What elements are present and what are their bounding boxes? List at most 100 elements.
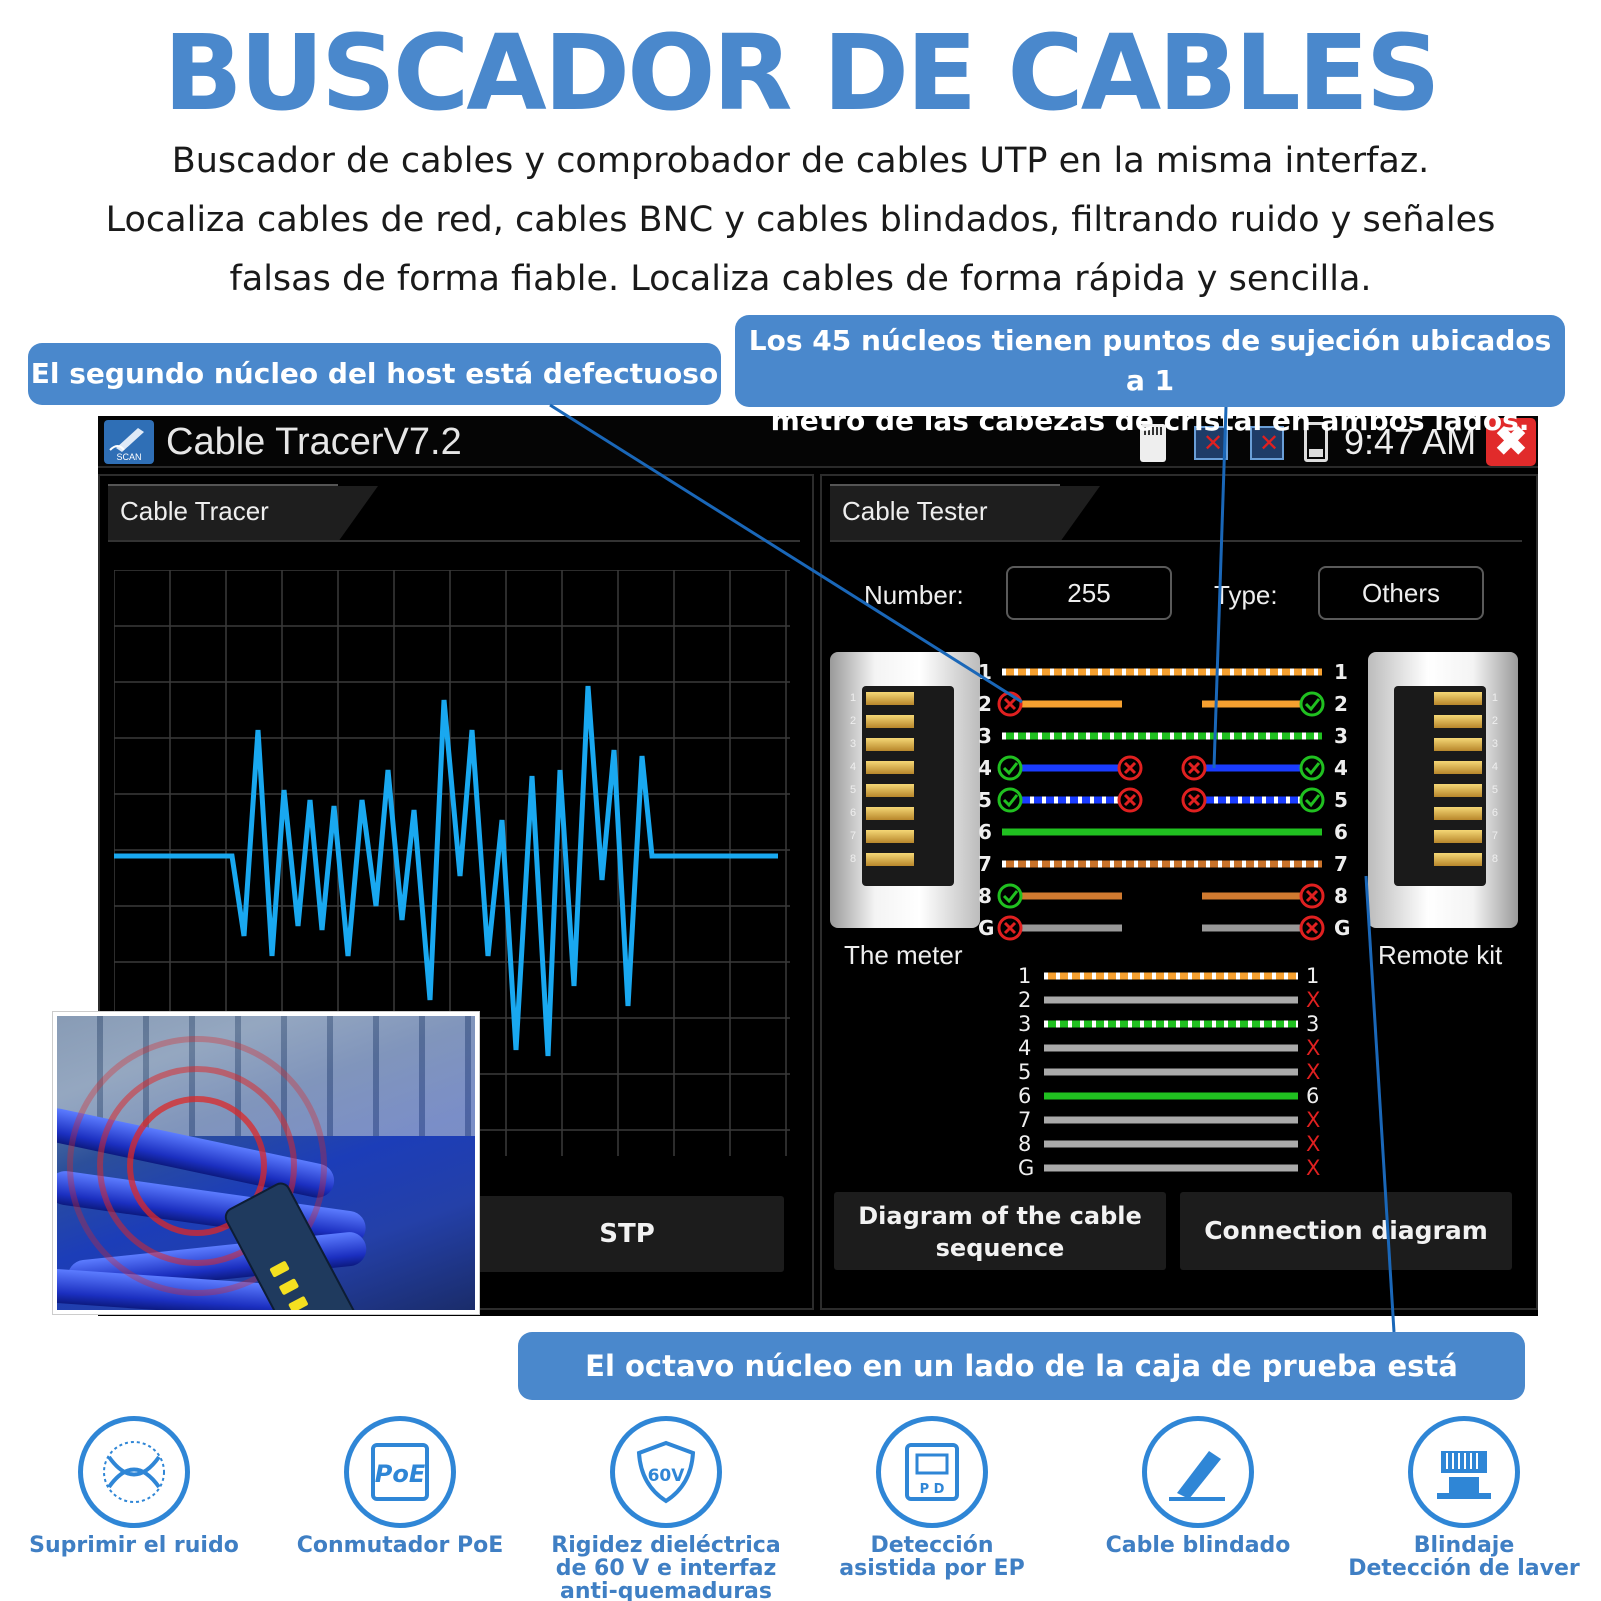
icon-text: PoE xyxy=(375,1460,426,1488)
connector-pin xyxy=(1434,738,1482,751)
network-error-icon xyxy=(1250,426,1284,460)
feature-label: Suprimir el ruido xyxy=(29,1533,239,1558)
svg-text:1: 1 xyxy=(1306,966,1319,988)
pin-label: 7 xyxy=(1334,852,1348,876)
pin-label: 4 xyxy=(1334,756,1348,780)
probe-icon xyxy=(109,428,144,452)
led-indicator xyxy=(288,1295,309,1310)
pin-label: 8 xyxy=(1334,884,1348,908)
page-title: BUSCADOR DE CABLES xyxy=(163,12,1440,134)
feature-label: Rigidez dieléctrica xyxy=(551,1533,781,1558)
svg-text:X: X xyxy=(1306,1156,1320,1180)
button-label: Diagram of the cable xyxy=(858,1202,1142,1230)
pin-label: 6 xyxy=(978,820,992,844)
connector-pin xyxy=(866,853,914,866)
connector-pin xyxy=(1434,715,1482,728)
svg-text:3: 3 xyxy=(1018,1012,1031,1036)
connector-pin xyxy=(866,692,914,705)
svg-text:8: 8 xyxy=(1018,1132,1031,1156)
fail-icon xyxy=(1299,915,1325,941)
callout-remote-core: El octavo núcleo en un lado de la caja d… xyxy=(518,1332,1525,1451)
connector-shield-icon xyxy=(1408,1416,1520,1528)
connector-pin xyxy=(1434,784,1482,797)
shield-60v-icon: 60V xyxy=(610,1416,722,1528)
page-subtitle: Buscador de cables y comprobador de cabl… xyxy=(40,132,1561,309)
feature-label: de 60 V e interfaz xyxy=(555,1556,777,1581)
connector-pin xyxy=(866,715,914,728)
connector-pin-number: 6 xyxy=(850,807,857,819)
battery-icon xyxy=(1304,422,1328,462)
pass-icon xyxy=(1299,787,1325,813)
pin-label: 5 xyxy=(978,788,992,812)
remote-label: Remote kit xyxy=(1378,940,1503,970)
type-field[interactable]: Others xyxy=(1318,566,1484,620)
svg-text:X: X xyxy=(1306,1108,1320,1132)
tab-divider xyxy=(108,540,800,542)
pin-label: 8 xyxy=(978,884,992,908)
connector-pin-number: 8 xyxy=(1491,853,1498,865)
tab-cable-tester[interactable]: Cable Tester xyxy=(830,484,1100,542)
pd-port-icon: P D xyxy=(876,1416,988,1528)
poe-icon: PoE xyxy=(344,1416,456,1528)
tab-label: Cable Tracer xyxy=(120,496,269,526)
connector-pin xyxy=(866,830,914,843)
connector-pin-number: 8 xyxy=(850,853,857,865)
connector-pin xyxy=(866,761,914,774)
subtitle-line: Localiza cables de red, cables BNC y cab… xyxy=(105,200,1496,240)
pin-label: 3 xyxy=(1334,724,1348,748)
feature-label: Detección xyxy=(870,1533,994,1558)
callout-line: metro de las cabezas de cristal en ambos… xyxy=(770,404,1530,437)
sd-card-icon xyxy=(1140,424,1166,462)
callout-line: Los 45 núcleos tienen puntos de sujeción… xyxy=(748,324,1552,397)
pin-label: 1 xyxy=(978,660,992,684)
pin-label: 2 xyxy=(978,692,992,716)
tab-cable-tracer[interactable]: Cable Tracer xyxy=(108,484,378,542)
status-markers xyxy=(997,691,1325,941)
app-icon-label: SCAN xyxy=(116,452,142,462)
subtitle-line: falsas de forma fiable. Localiza cables … xyxy=(229,259,1372,299)
cable-sequence-diagram: 1 2 3 4 5 6 7 8 G 1 X 3 X X 6 X X X xyxy=(1018,966,1320,1180)
app-title: Cable TracerV7.2 xyxy=(166,421,462,463)
feature-label: Conmutador PoE xyxy=(296,1533,504,1558)
sequence-left-labels: 1 2 3 4 5 6 7 8 G xyxy=(1018,966,1034,1180)
feature-label: Cable blindado xyxy=(1105,1533,1291,1558)
pin-label: G xyxy=(978,916,994,940)
stp-button[interactable]: STP xyxy=(470,1196,784,1272)
led-indicator xyxy=(269,1260,290,1278)
svg-text:X: X xyxy=(1306,988,1320,1012)
wire-pair xyxy=(1002,668,1322,932)
svg-text:4: 4 xyxy=(1018,1036,1031,1060)
connector-pin-number: 2 xyxy=(1491,715,1498,727)
feature-label: Detección de laver xyxy=(1348,1556,1580,1581)
svg-text:X: X xyxy=(1306,1132,1320,1156)
connector-pin-number: 3 xyxy=(1491,738,1498,750)
wire-map: 1 2 3 4 5 6 7 8 G 1 2 3 4 5 6 7 8 G xyxy=(978,660,1350,941)
number-field[interactable]: 255 xyxy=(1006,566,1172,620)
scan-app-icon[interactable]: SCAN xyxy=(104,420,154,464)
svg-text:6: 6 xyxy=(1018,1084,1031,1108)
svg-text:X: X xyxy=(1306,1036,1320,1060)
svg-text:6: 6 xyxy=(1306,1084,1319,1108)
connector-pin-number: 1 xyxy=(850,692,857,704)
tab-label: Cable Tester xyxy=(842,496,988,526)
callout-clamp-points: Los 45 núcleos tienen puntos de sujeción… xyxy=(735,315,1565,437)
cable-tracing-photo xyxy=(53,1012,479,1314)
pin-label: 7 xyxy=(978,852,992,876)
connector-pin-number: 2 xyxy=(850,715,857,727)
icon-text: 60V xyxy=(648,1466,686,1486)
connection-diagram-button[interactable]: Connection diagram xyxy=(1180,1192,1512,1270)
pin-label: 3 xyxy=(978,724,992,748)
close-button[interactable]: ✖ xyxy=(1486,418,1536,466)
connector-pin-number: 5 xyxy=(1491,784,1498,796)
connector-pin xyxy=(866,784,914,797)
fail-icon xyxy=(997,691,1023,717)
fail-icon xyxy=(997,915,1023,941)
connector-pin-number: 1 xyxy=(1491,692,1498,704)
cable-sequence-button[interactable]: Diagram of the cable sequence xyxy=(834,1192,1166,1270)
pin-label: 6 xyxy=(1334,820,1348,844)
callout-host-core: El segundo núcleo del host está defectuo… xyxy=(28,343,721,405)
pass-icon xyxy=(1299,755,1325,781)
connector-pin xyxy=(1434,692,1482,705)
fail-icon xyxy=(1299,883,1325,909)
